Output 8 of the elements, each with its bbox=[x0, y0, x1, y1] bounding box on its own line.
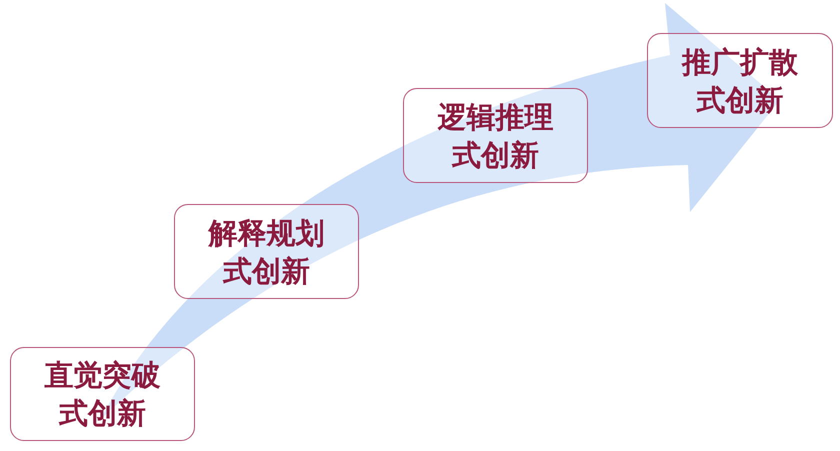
stage-label: 直觉突破式创新 bbox=[44, 357, 162, 432]
stage-label: 逻辑推理式创新 bbox=[436, 98, 554, 174]
stage-label: 解释规划式创新 bbox=[207, 214, 326, 290]
stage-box bbox=[647, 33, 833, 128]
stage-box bbox=[10, 347, 195, 441]
stage-box bbox=[174, 204, 359, 299]
stage-label: 推广扩散式创新 bbox=[680, 44, 799, 118]
stage-box bbox=[403, 88, 588, 183]
